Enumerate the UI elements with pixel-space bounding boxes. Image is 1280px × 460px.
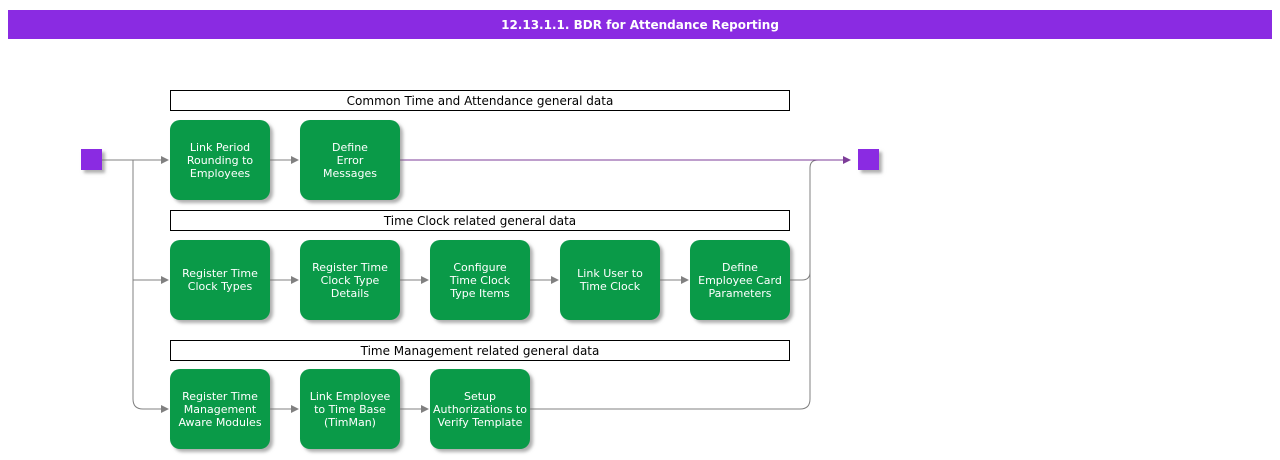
section-label-common-time-attendance: Common Time and Attendance general data — [170, 90, 790, 111]
arrowhead-row1-activity1 — [161, 156, 169, 164]
section-label-time-clock: Time Clock related general data — [170, 210, 790, 231]
activity-register-time-management-aware-modules: Register Time Management Aware Modules — [170, 369, 270, 449]
activity-link-user-to-time-clock: Link User to Time Clock — [560, 240, 660, 320]
activity-setup-authorizations-to-verify-template: Setup Authorizations to Verify Template — [430, 369, 530, 449]
activity-configure-time-clock-type-items: Configure Time Clock Type Items — [430, 240, 530, 320]
diagram-title: 12.13.1.1. BDR for Attendance Reporting — [8, 10, 1272, 39]
activity-link-employee-to-time-base: Link Employee to Time Base (TimMan) — [300, 369, 400, 449]
activity-link-period-rounding-to-employees: Link Period Rounding to Employees — [170, 120, 270, 200]
arrowhead-row3-activity2 — [291, 405, 299, 413]
connector-left-rail — [132, 160, 161, 410]
arrowhead-row3-activity3 — [421, 405, 429, 413]
arrowhead-row2-activity4 — [551, 276, 559, 284]
arrowhead-row2-activity5 — [681, 276, 689, 284]
activity-register-time-clock-types: Register Time Clock Types — [170, 240, 270, 320]
arrowhead-row2-activity3 — [421, 276, 429, 284]
start-node — [81, 149, 102, 170]
activity-define-error-messages: Define Error Messages — [300, 120, 400, 200]
arrowhead-row3-activity1 — [161, 405, 169, 413]
arrowhead-row2-activity2 — [291, 276, 299, 284]
section-label-time-management: Time Management related general data — [170, 340, 790, 361]
end-node — [858, 149, 879, 170]
activity-define-employee-card-parameters: Define Employee Card Parameters — [690, 240, 790, 320]
activity-register-time-clock-type-details: Register Time Clock Type Details — [300, 240, 400, 320]
arrowhead-row1-activity2 — [291, 156, 299, 164]
connector-row2-to-right-rail — [790, 271, 811, 281]
arrowhead-row2-activity1 — [161, 276, 169, 284]
connector-right-rail — [530, 159, 819, 410]
arrowhead-end-node — [843, 156, 851, 164]
